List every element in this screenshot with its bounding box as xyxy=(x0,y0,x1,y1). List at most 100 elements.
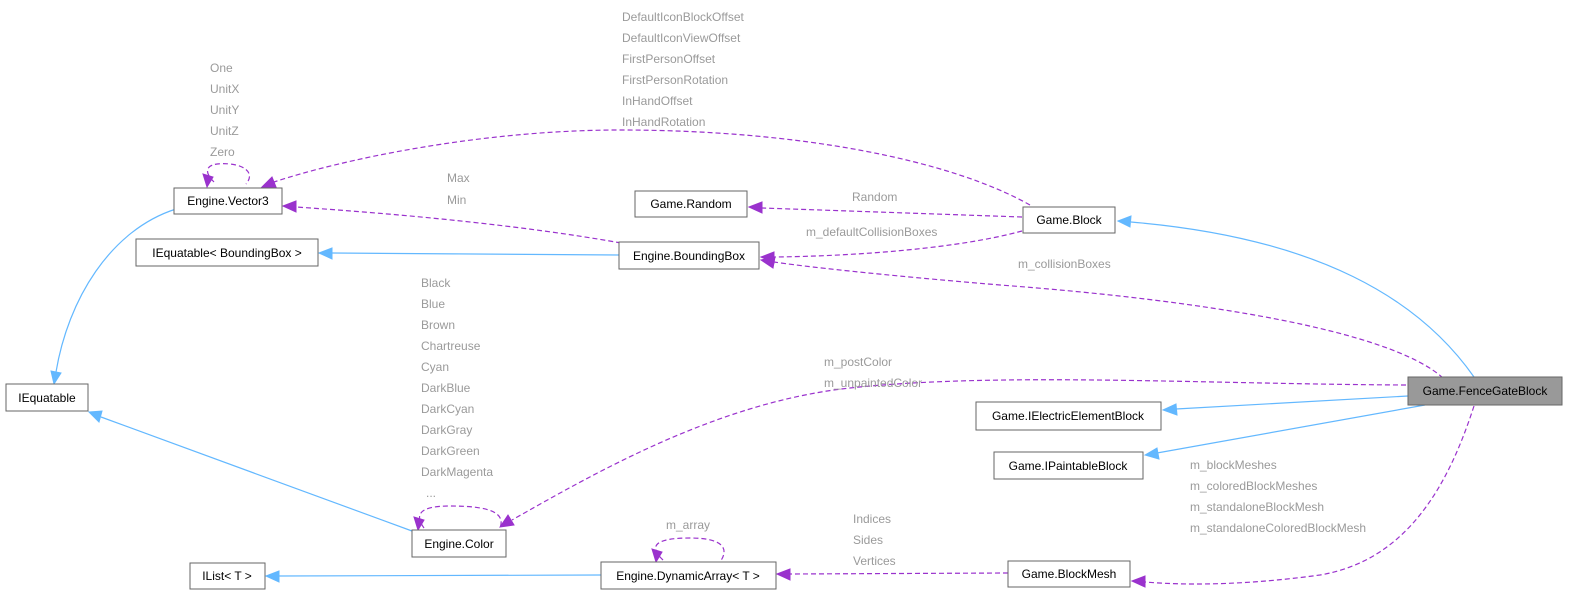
edge-label: DarkGray xyxy=(421,423,472,437)
edge-label: UnitY xyxy=(210,103,239,117)
node-label: IEquatable xyxy=(18,391,76,405)
node-label: Engine.BoundingBox xyxy=(633,249,745,263)
usage-edges xyxy=(202,129,1475,588)
arrowhead xyxy=(281,200,297,213)
arrowhead xyxy=(1143,447,1160,460)
edge-label: Black xyxy=(421,276,451,290)
label-mesh-to-dynarray: Indices Sides Vertices xyxy=(853,512,896,568)
label-block-to-bb: m_defaultCollisionBoxes xyxy=(806,225,937,239)
edge-label: One xyxy=(210,61,233,75)
edge-fencegate-to-ipaintable xyxy=(1156,404,1426,454)
label-block-to-vector3: DefaultIconBlockOffset DefaultIconViewOf… xyxy=(622,10,745,129)
edge-label: Blue xyxy=(421,297,445,311)
arrowhead xyxy=(50,370,62,386)
edge-label: m_standaloneColoredBlockMesh xyxy=(1190,521,1366,535)
arrowhead xyxy=(759,256,776,269)
arrowhead xyxy=(413,516,425,532)
arrowhead xyxy=(775,568,791,581)
inheritance-edges xyxy=(50,208,1475,583)
edge-mesh-to-dynarray xyxy=(789,572,1009,575)
edge-vector3-to-iequatable xyxy=(55,208,177,373)
edge-label: FirstPersonRotation xyxy=(622,73,728,87)
edge-label: Indices xyxy=(853,512,891,526)
node-ielectric-element-block[interactable]: Game.IElectricElementBlock xyxy=(975,401,1162,431)
edge-bb-to-iequatable-bb xyxy=(331,252,620,256)
node-label: IList< T > xyxy=(202,569,252,583)
edge-label: ... xyxy=(426,486,436,500)
edge-fencegate-to-color xyxy=(511,379,1407,521)
edge-label: DarkCyan xyxy=(421,402,474,416)
label-color-self: Black Blue Brown Chartreuse Cyan DarkBlu… xyxy=(421,276,493,500)
edge-label: Cyan xyxy=(421,360,449,374)
node-label: Game.Random xyxy=(650,197,731,211)
label-fencegate-to-color: m_postColor m_unpaintedColor xyxy=(824,355,922,390)
node-label: Engine.Vector3 xyxy=(187,194,269,208)
arrowhead xyxy=(264,570,280,583)
arrowhead xyxy=(1116,215,1132,228)
node-ipaintable-block[interactable]: Game.IPaintableBlock xyxy=(993,451,1144,480)
edge-color-to-iequatable xyxy=(100,416,413,532)
node-dynamic-array[interactable]: Engine.DynamicArray< T > xyxy=(600,561,777,590)
node-label: Engine.DynamicArray< T > xyxy=(616,569,760,583)
arrowhead xyxy=(202,173,214,189)
label-bb-to-vector3: Max Min xyxy=(447,171,470,207)
edge-label: m_postColor xyxy=(824,355,892,369)
node-label: Game.IElectricElementBlock xyxy=(992,409,1145,423)
node-vector3[interactable]: Engine.Vector3 xyxy=(173,187,283,215)
edge-label: UnitX xyxy=(210,82,239,96)
node-color[interactable]: Engine.Color xyxy=(411,529,507,558)
edge-label: m_standaloneBlockMesh xyxy=(1190,500,1324,514)
edge-fencegate-to-bb xyxy=(773,261,1444,379)
node-block-mesh[interactable]: Game.BlockMesh xyxy=(1007,560,1131,588)
edge-block-to-random xyxy=(761,207,1023,218)
node-label: Game.IPaintableBlock xyxy=(1009,459,1129,473)
edge-label: UnitZ xyxy=(210,124,239,138)
label-fencegate-to-mesh: m_blockMeshes m_coloredBlockMeshes m_sta… xyxy=(1190,458,1366,535)
edge-dynarray-to-ilist xyxy=(278,574,602,577)
edge-fencegate-to-block xyxy=(1130,221,1475,378)
node-iequatable[interactable]: IEquatable xyxy=(5,383,89,412)
label-vector3-self: One UnitX UnitY UnitZ Zero xyxy=(210,61,239,159)
arrowhead xyxy=(260,176,277,188)
node-label: Game.BlockMesh xyxy=(1022,567,1117,581)
arrowhead xyxy=(747,201,763,214)
edge-bb-to-vector3 xyxy=(295,206,622,244)
edge-label: m_coloredBlockMeshes xyxy=(1190,479,1317,493)
node-iequatable-bounding-box[interactable]: IEquatable< BoundingBox > xyxy=(135,238,319,267)
edge-label: Chartreuse xyxy=(421,339,481,353)
edge-block-to-bb xyxy=(773,230,1023,258)
edge-label: m_blockMeshes xyxy=(1190,458,1277,472)
node-block[interactable]: Game.Block xyxy=(1022,206,1116,234)
edge-labels: DefaultIconBlockOffset DefaultIconViewOf… xyxy=(210,10,1366,568)
edge-label: Vertices xyxy=(853,554,896,568)
node-ilist[interactable]: IList< T > xyxy=(189,562,266,590)
node-bounding-box[interactable]: Engine.BoundingBox xyxy=(618,241,760,270)
node-label: Engine.Color xyxy=(424,537,493,551)
edge-label: DefaultIconViewOffset xyxy=(622,31,741,45)
edge-label: DarkMagenta xyxy=(421,465,493,479)
edge-label: DarkGreen xyxy=(421,444,480,458)
edge-fencegate-to-ielectric xyxy=(1175,395,1409,410)
arrowhead xyxy=(651,548,663,564)
edge-label: InHandOffset xyxy=(622,94,693,108)
edge-vector3-self xyxy=(207,163,251,185)
arrowhead xyxy=(1130,575,1146,588)
edge-label: Max xyxy=(447,171,470,185)
edge-label: Zero xyxy=(210,145,235,159)
arrowhead xyxy=(87,410,103,423)
node-fence-gate-block[interactable]: Game.FenceGateBlock xyxy=(1407,376,1563,406)
node-random[interactable]: Game.Random xyxy=(634,190,748,218)
label-dynarray-self: m_array xyxy=(666,518,710,532)
node-label: Game.FenceGateBlock xyxy=(1423,384,1549,398)
edge-label: InHandRotation xyxy=(622,115,705,129)
edge-color-self xyxy=(419,505,502,529)
arrowhead xyxy=(1161,403,1178,416)
node-label: IEquatable< BoundingBox > xyxy=(152,246,301,260)
edge-label: FirstPersonOffset xyxy=(622,52,716,66)
arrowhead xyxy=(317,247,333,260)
edge-label: Sides xyxy=(853,533,883,547)
edge-label: Min xyxy=(447,193,466,207)
arrowhead xyxy=(498,514,515,528)
edge-dynarray-self xyxy=(654,537,725,563)
